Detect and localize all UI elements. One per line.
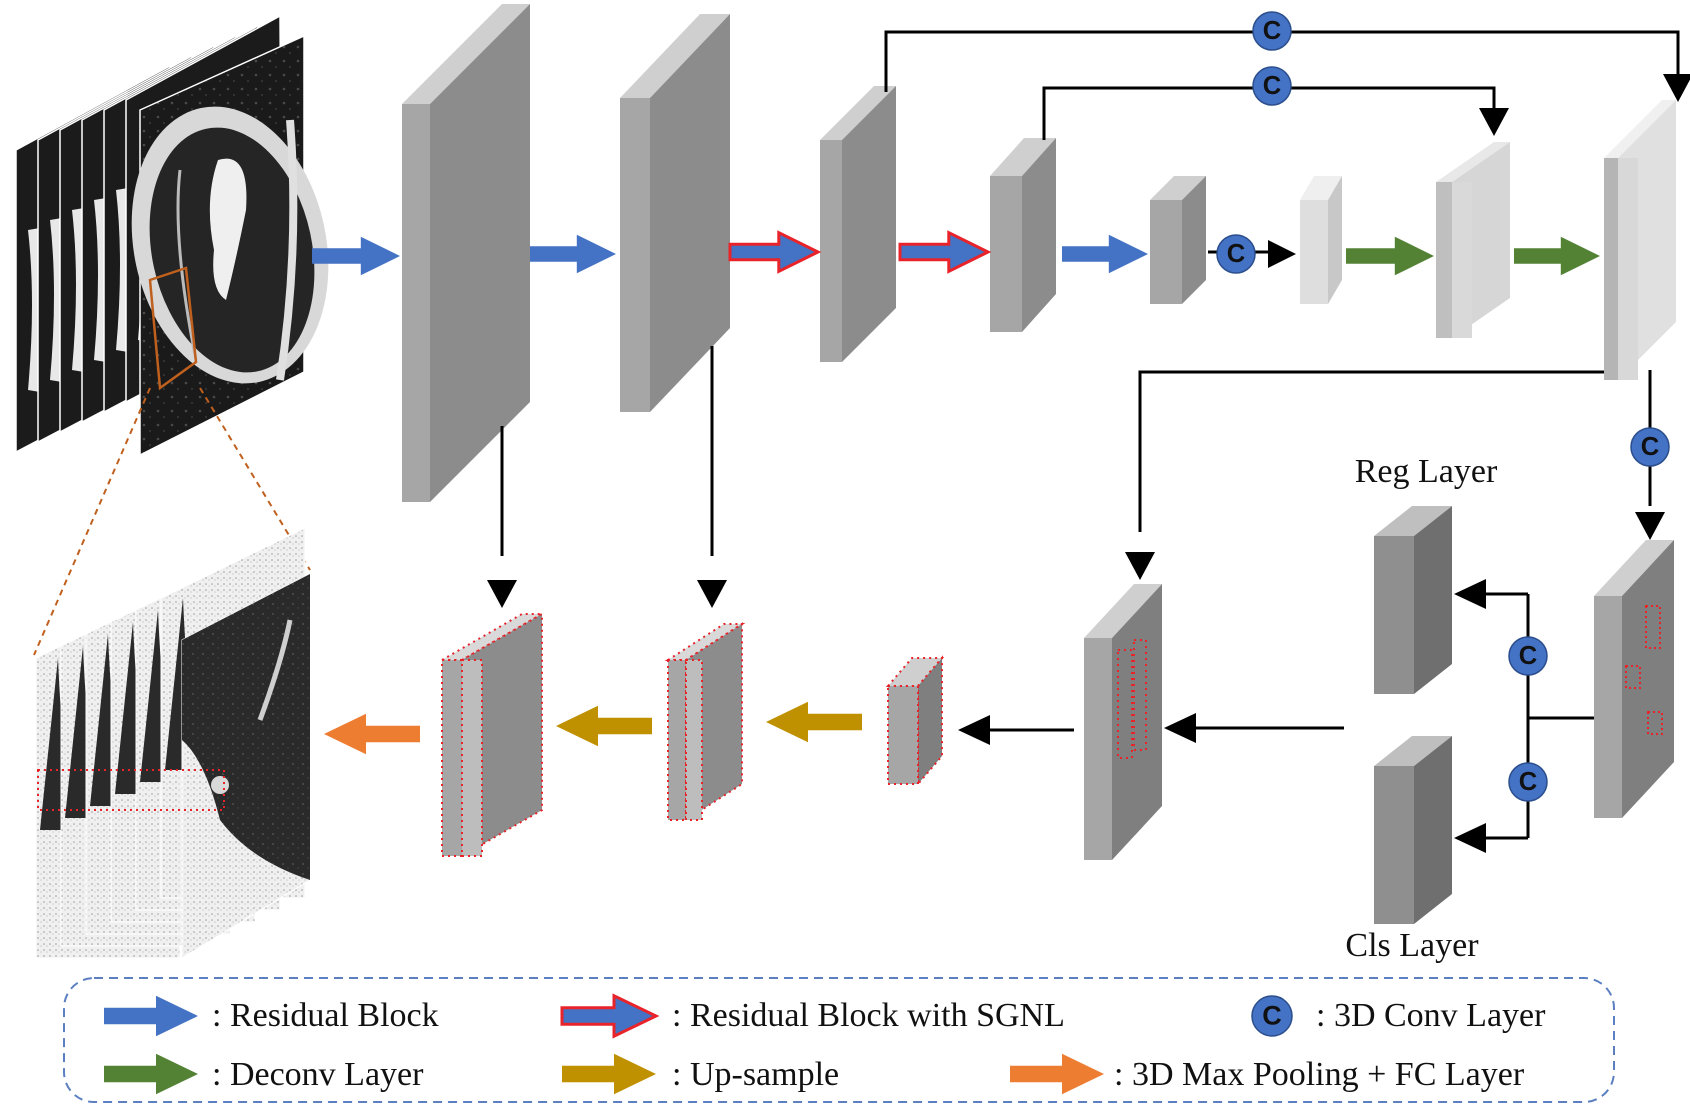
orange-arrow-icon: [1010, 1053, 1104, 1095]
arrowhead: [1268, 240, 1296, 268]
arrowhead: [1663, 74, 1690, 102]
legend: : Residual Block : Residual Block with S…: [63, 977, 1615, 1103]
conv-circle-icon: C: [1251, 995, 1293, 1037]
legend-pool-fc-text: : 3D Max Pooling + FC Layer: [1114, 1056, 1525, 1093]
arrowhead: [1164, 713, 1196, 743]
arrowhead: [1479, 108, 1509, 136]
encoder-block-5: [1150, 176, 1206, 304]
roi-mark: [1133, 639, 1147, 751]
conv-circle-cls: C: [1508, 762, 1548, 802]
legend-border: [63, 977, 1615, 1103]
conv-glyph: C: [1519, 768, 1538, 796]
reg-layer-label: Reg Layer: [1355, 453, 1498, 490]
cls-layer-block: [1374, 736, 1452, 924]
output-roi-mark: [1625, 665, 1641, 689]
conv-circle-bottleneck: C: [1216, 234, 1256, 274]
zoomed-ct-output-stack: [35, 527, 311, 959]
arrowhead: [697, 580, 727, 608]
reg-layer-block: [1374, 506, 1452, 694]
green-arrow-icon: [104, 1053, 198, 1095]
legend-conv-text: : 3D Conv Layer: [1316, 997, 1546, 1034]
output-feature-block: [1594, 540, 1674, 818]
legend-upsample-text: : Up-sample: [672, 1056, 839, 1093]
legend-residual-text: : Residual Block: [212, 997, 439, 1034]
conv-glyph: C: [1262, 1000, 1282, 1030]
legend-sgnl-text: : Residual Block with SGNL: [672, 997, 1065, 1034]
output-roi-mark: [1645, 605, 1661, 649]
deconv-arrow: [1346, 236, 1434, 276]
conv-circle-head: C: [1630, 427, 1670, 467]
conv-circle-skip-1: C: [1252, 11, 1292, 51]
arrowhead: [1454, 823, 1486, 853]
arrowhead: [487, 580, 517, 608]
residual-arrow: [1062, 234, 1148, 274]
arrowhead: [1125, 552, 1155, 580]
conv-glyph: C: [1263, 72, 1282, 100]
encoder-block-3: [820, 86, 896, 362]
sgnl-arrow: [898, 230, 992, 274]
legend-deconv-text: : Deconv Layer: [212, 1056, 424, 1093]
conv-glyph: C: [1263, 17, 1282, 45]
upsample-arrow: [556, 705, 652, 747]
arrowhead: [958, 715, 990, 745]
pooled-feature-block-1: [438, 612, 546, 858]
bottleneck-block: [1300, 176, 1342, 304]
red-outlined-blue-arrow-icon: [560, 993, 660, 1039]
conv-circle-reg: C: [1508, 636, 1548, 676]
decoder-block-1: [1436, 142, 1510, 338]
pool-fc-arrow: [324, 713, 420, 755]
feature-map-blocks: [402, 4, 1676, 924]
arrowhead: [1635, 512, 1665, 540]
roi-feature-block: [1084, 584, 1162, 860]
blue-arrow-icon: [104, 995, 198, 1037]
pooled-feature-block-3: [885, 655, 945, 787]
nodule-highlight-box: [37, 769, 225, 811]
ct-scan-input-stack: [15, 14, 329, 457]
ct-slice-front: [131, 34, 329, 457]
residual-arrow: [312, 236, 400, 276]
decoder-block-2: [1604, 100, 1676, 380]
sgnl-arrow: [728, 230, 822, 274]
cls-layer-label: Cls Layer: [1345, 927, 1479, 964]
flow-arrows: [312, 74, 1690, 853]
conv-glyph: C: [1641, 433, 1660, 461]
deconv-arrow: [1514, 236, 1600, 276]
arrowhead: [1454, 579, 1486, 609]
upsample-arrow: [766, 701, 862, 743]
encoder-block-1: [402, 4, 530, 502]
pooled-feature-block-2: [664, 622, 746, 822]
gold-arrow-icon: [562, 1053, 656, 1095]
encoder-block-2: [620, 14, 730, 412]
conv-circle-skip-2: C: [1252, 66, 1292, 106]
conv-glyph: C: [1519, 642, 1538, 670]
roi-mark: [1117, 649, 1133, 759]
encoder-block-4: [990, 138, 1056, 332]
roi-connection: [1138, 370, 1604, 532]
conv-glyph: C: [1227, 240, 1246, 268]
output-roi-mark: [1647, 711, 1663, 735]
residual-arrow: [530, 234, 616, 274]
zoom-slice-front: [181, 573, 311, 959]
